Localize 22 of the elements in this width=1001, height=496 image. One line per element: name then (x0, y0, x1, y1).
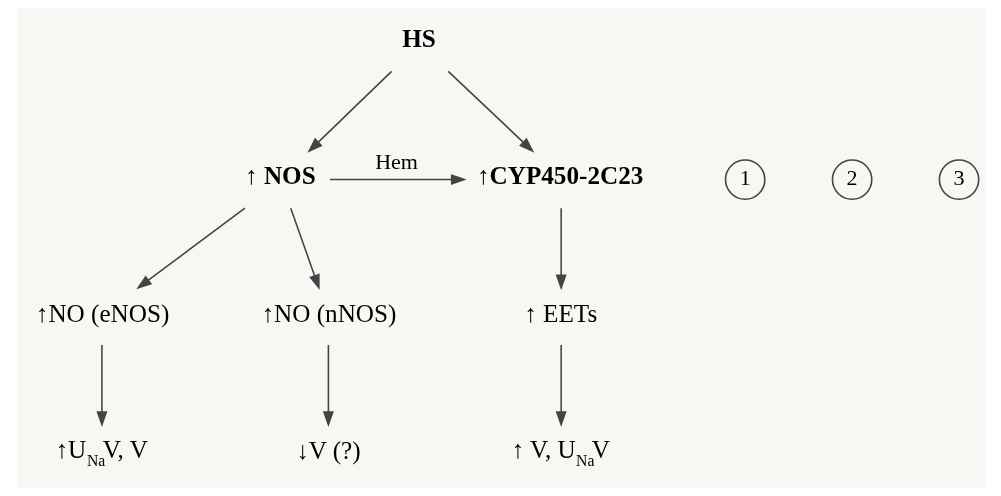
node-text: ↑ EETs (523, 300, 597, 328)
arrow (446, 70, 534, 153)
node-circle: 3 (938, 159, 979, 201)
arrow (289, 207, 320, 291)
node-text: ↑NO (nNOS) (261, 300, 396, 328)
edge-label: Hem (374, 148, 418, 174)
node-circle: 1 (724, 159, 766, 201)
node-text: ↑NO (eNOS) (35, 300, 169, 328)
node-text: ↑ V, U$_{Na}$V (511, 435, 610, 470)
node-text: ↑ NOS (244, 161, 316, 189)
arrow (306, 70, 392, 153)
node-text: ↑U$_{Na}$V, V (55, 435, 148, 470)
node-text: ↑CYP450-2C23 (476, 161, 643, 189)
arrow (95, 344, 107, 428)
arrow (322, 344, 334, 428)
arrow (328, 174, 467, 186)
node-text: ↓V (?) (295, 437, 361, 465)
arrow (555, 207, 567, 291)
arrow (555, 344, 567, 428)
node-circle: 2 (831, 159, 873, 201)
node-text: HS (401, 25, 436, 53)
arrow (135, 207, 246, 290)
